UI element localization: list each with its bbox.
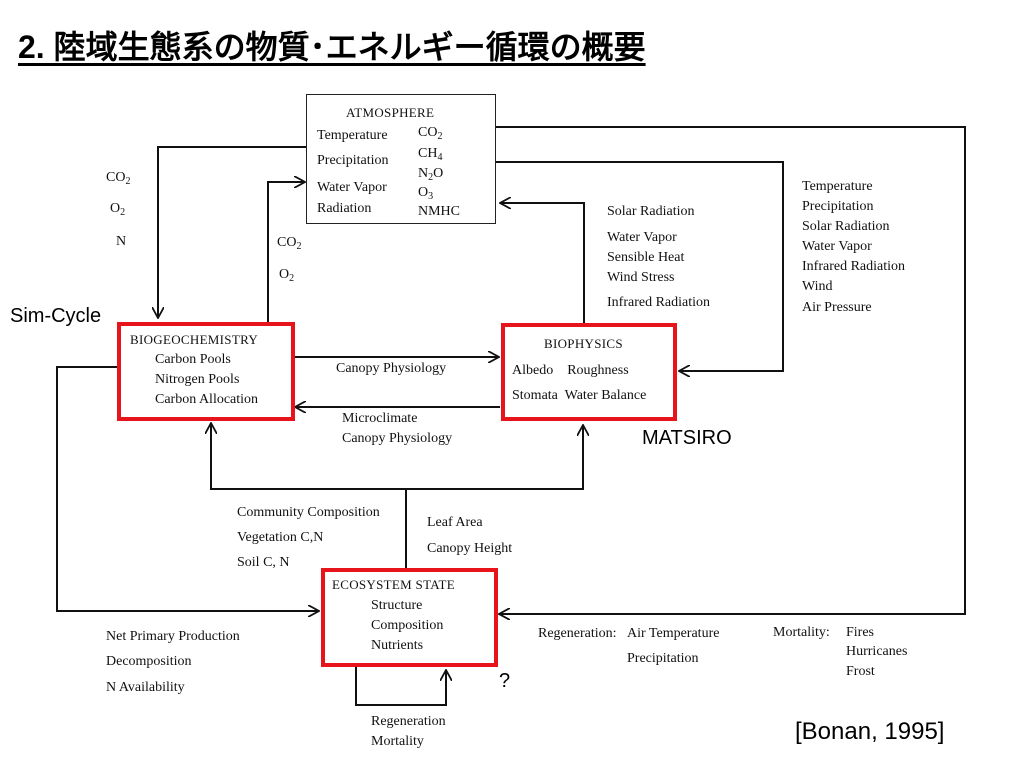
biogeochemistry-box: BIOGEOCHEMISTRY Carbon Pools Nitrogen Po… [117,322,295,421]
npp-2: N Availability [106,680,185,695]
bio-to-atm-1: Water Vapor [607,230,677,245]
community-2: Soil C, N [237,555,290,570]
mid-gas-1: O2 [279,267,295,284]
slide-title: 2. 陸域生態系の物質･エネルギー循環の概要 [18,29,646,65]
atm-to-bio-5: Wind [802,279,833,294]
left-gas-0: CO2 [106,170,131,187]
ecosystem-state-box: ECOSYSTEM STATE Structure Composition Nu… [321,568,498,667]
atm-to-bio-3: Water Vapor [802,239,872,254]
regen-left-label: Regeneration: [538,626,617,641]
biogeochemistry-heading: BIOGEOCHEMISTRY [130,332,259,347]
mortality-item-2: Frost [846,664,875,679]
mortality-label: Mortality: [773,625,830,640]
ecosystem-item-1: Composition [371,618,444,633]
arrow-atm-to-eco [496,126,966,614]
left-gas-1: O2 [110,201,126,218]
microclimate-canopy-label: Canopy Physiology [342,431,453,446]
canopy-physiology-label: Canopy Physiology [336,361,447,376]
atm-to-bio-4: Infrared Radiation [802,259,906,274]
matsiro-label: MATSIRO [642,427,732,449]
atm-to-bio-1: Precipitation [802,199,874,214]
community-1: Vegetation C,N [237,530,324,545]
mortality-item-0: Fires [846,625,874,640]
atmosphere-gas-4: NMHC [418,204,461,219]
biogeochemistry-item-1: Nitrogen Pools [155,372,240,387]
npp-1: Decomposition [106,654,192,669]
regen-right-0: Air Temperature [627,626,720,641]
atmosphere-gas-3: O3 [418,185,434,202]
biophysics-row-2: Stomata Water Balance [512,388,647,403]
citation: [Bonan, 1995] [795,718,945,745]
mortality-item-1: Hurricanes [846,644,908,659]
simcycle-label: Sim-Cycle [10,305,102,327]
mid-gas-0: CO2 [277,235,302,252]
atmosphere-heading: ATMOSPHERE [346,105,435,120]
bio-to-atm-3: Wind Stress [607,270,675,285]
question-mark: ? [499,670,511,692]
npp-0: Net Primary Production [106,629,240,644]
atmosphere-left-2: Water Vapor [317,180,387,195]
biogeochemistry-item-0: Carbon Pools [155,352,231,367]
arrow-biogeochem-to-eco [56,366,319,611]
bio-to-atm-0: Solar Radiation [607,204,695,219]
regen-right-1: Precipitation [627,651,699,666]
arrow-eco-to-biogeochem [211,423,407,568]
ecosystem-heading: ECOSYSTEM STATE [332,577,455,592]
arrow-biogeochem-to-atm [267,182,305,323]
atmosphere-gas-1: CH4 [418,146,443,163]
biophysics-row-1: Albedo Roughness [512,363,629,378]
biogeochemistry-item-2: Carbon Allocation [155,392,259,407]
microclimate-label: Microclimate [342,411,418,426]
bio-to-atm-4: Infrared Radiation [607,295,711,310]
biophysics-heading: BIOPHYSICS [544,336,623,351]
ecosystem-item-0: Structure [371,598,423,613]
atm-to-bio-6: Air Pressure [802,300,872,315]
ecosystem-item-2: Nutrients [371,638,424,653]
arrow-biophysics-to-atm [500,203,585,323]
left-gas-2: N [116,234,127,249]
arrow-eco-to-biophysics [406,425,583,490]
arrow-eco-self-loop [355,667,446,706]
atm-to-bio-2: Solar Radiation [802,219,890,234]
atmosphere-left-1: Precipitation [317,153,389,168]
loop-regeneration: Regeneration [371,714,446,729]
arrow-atm-to-biophysics [496,161,784,371]
biophysics-box: BIOPHYSICS Albedo Roughness Stomata Wate… [501,323,677,421]
community-0: Community Composition [237,505,380,520]
atmosphere-left-3: Radiation [317,201,372,216]
atmosphere-left-0: Temperature [317,128,388,143]
atmosphere-gas-2: N2O [418,166,444,183]
arrow-atm-to-biogeochem [158,146,308,318]
atmosphere-box: ATMOSPHERE Temperature Precipitation Wat… [306,94,496,224]
atmosphere-gas-0: CO2 [418,125,443,142]
loop-mortality: Mortality [371,734,424,749]
bio-to-atm-2: Sensible Heat [607,250,685,265]
leaf-1: Canopy Height [427,541,513,556]
leaf-0: Leaf Area [427,515,483,530]
atm-to-bio-0: Temperature [802,179,873,194]
